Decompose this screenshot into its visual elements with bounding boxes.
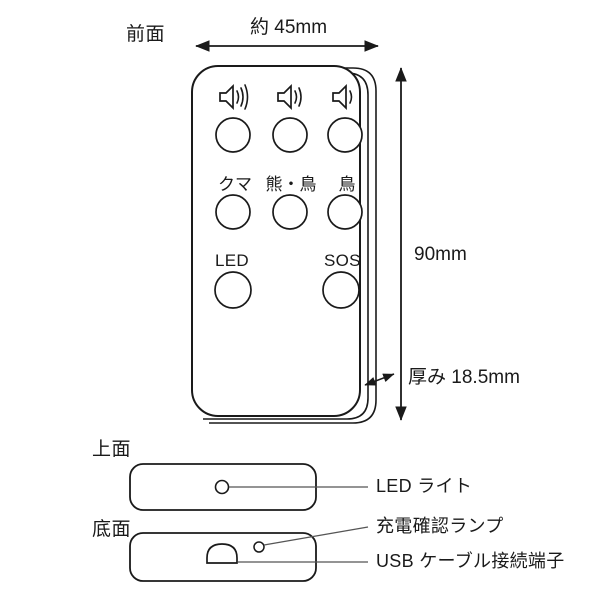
button-volume-mid[interactable] bbox=[272, 117, 308, 153]
button-volume-high[interactable] bbox=[215, 117, 251, 153]
button-bear[interactable] bbox=[215, 194, 251, 230]
callout-label-led-light: LED ライト bbox=[376, 476, 473, 496]
speaker-loud-icon bbox=[219, 83, 249, 111]
callout-line-charge-lamp bbox=[263, 526, 369, 546]
button-sos[interactable] bbox=[322, 271, 360, 309]
button-bear-bird[interactable] bbox=[272, 194, 308, 230]
button-label-bear-bird: 熊・鳥 bbox=[265, 175, 317, 194]
led-light-hole bbox=[214, 479, 230, 495]
callout-label-charge-lamp: 充電確認ランプ bbox=[376, 516, 504, 536]
button-label-sos: SOS bbox=[324, 251, 361, 270]
top-view-label: 上面 bbox=[92, 439, 132, 460]
button-bird[interactable] bbox=[327, 194, 363, 230]
bottom-view-label: 底面 bbox=[92, 519, 132, 540]
height-dimension-label: 90mm bbox=[414, 244, 467, 265]
button-volume-low[interactable] bbox=[327, 117, 363, 153]
width-dimension-label: 約 45mm bbox=[250, 17, 328, 38]
speaker-medium-icon bbox=[277, 83, 302, 111]
callout-label-usb-port: USB ケーブル接続端子 bbox=[376, 551, 565, 571]
front-view-body-back-edge bbox=[203, 67, 377, 424]
button-label-led: LED bbox=[215, 251, 249, 270]
usb-port-shape bbox=[206, 543, 238, 564]
charge-lamp-hole bbox=[253, 541, 265, 553]
front-view-body bbox=[191, 65, 361, 417]
button-label-bear: クマ bbox=[218, 175, 252, 194]
button-led[interactable] bbox=[214, 271, 252, 309]
speaker-quiet-icon bbox=[332, 83, 353, 111]
front-view-label: 前面 bbox=[126, 24, 166, 45]
bottom-view-body bbox=[129, 532, 317, 582]
thickness-dimension-label: 厚み 18.5mm bbox=[408, 367, 520, 388]
button-label-bird: 鳥 bbox=[338, 175, 356, 194]
thickness-dimension-arrow bbox=[364, 373, 395, 386]
front-view-buttons bbox=[214, 117, 363, 309]
